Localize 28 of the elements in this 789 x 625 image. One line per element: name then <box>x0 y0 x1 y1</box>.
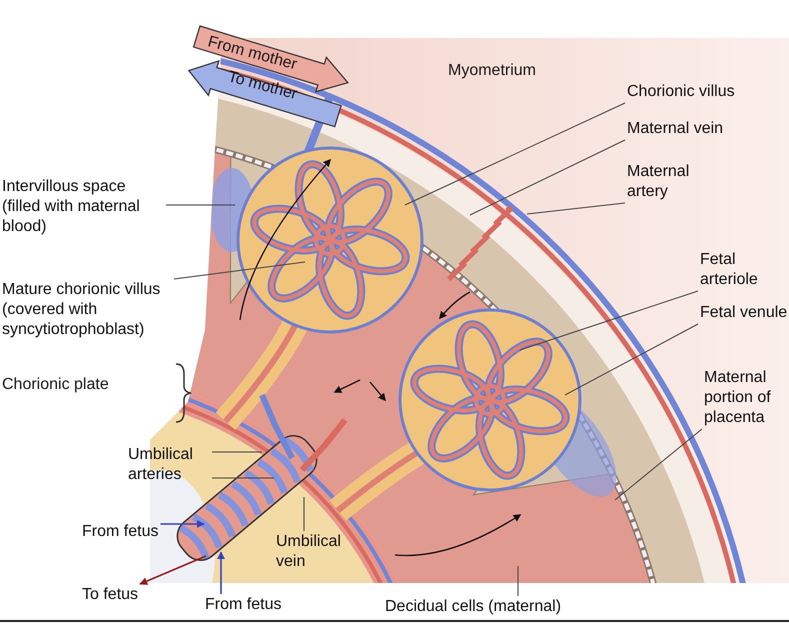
leader-line <box>526 202 626 214</box>
callout-label: From fetus <box>205 595 282 615</box>
callout-label: Maternal portion of placenta <box>704 368 788 428</box>
arrow <box>160 520 205 528</box>
callout-label: Fetal venule <box>700 303 788 323</box>
leader-line <box>564 324 698 396</box>
callout-label: Maternal artery <box>627 162 722 202</box>
flow-label: To mother <box>226 68 300 104</box>
leader-line <box>404 102 626 206</box>
callout-label: Decidual cells (maternal) <box>385 597 562 617</box>
arrow <box>139 555 206 585</box>
callout-label: Chorionic villus <box>627 82 787 102</box>
arrow <box>217 551 225 594</box>
callout-label: Fetal arteriole <box>700 250 788 290</box>
callout-label: Mature chorionic villus (covered with syncytiotrophoblast) <box>2 280 172 340</box>
leader-line <box>174 262 306 280</box>
callout-label: Umbilical vein <box>276 532 356 572</box>
callout-label: Maternal vein <box>627 119 787 139</box>
leader-line <box>470 140 626 216</box>
callout-label: To fetus <box>82 585 138 605</box>
callout-label: Umbilical arteries <box>128 445 210 485</box>
structure-label: Chorionic plate <box>2 376 109 394</box>
leader-line <box>166 204 236 206</box>
leader-line <box>520 290 698 350</box>
callout-label: From fetus <box>82 522 158 542</box>
leader-line <box>614 428 702 500</box>
region-label: Myometrium <box>448 62 536 80</box>
callout-label: Intervillous space (filled with maternal blood) <box>2 177 164 237</box>
